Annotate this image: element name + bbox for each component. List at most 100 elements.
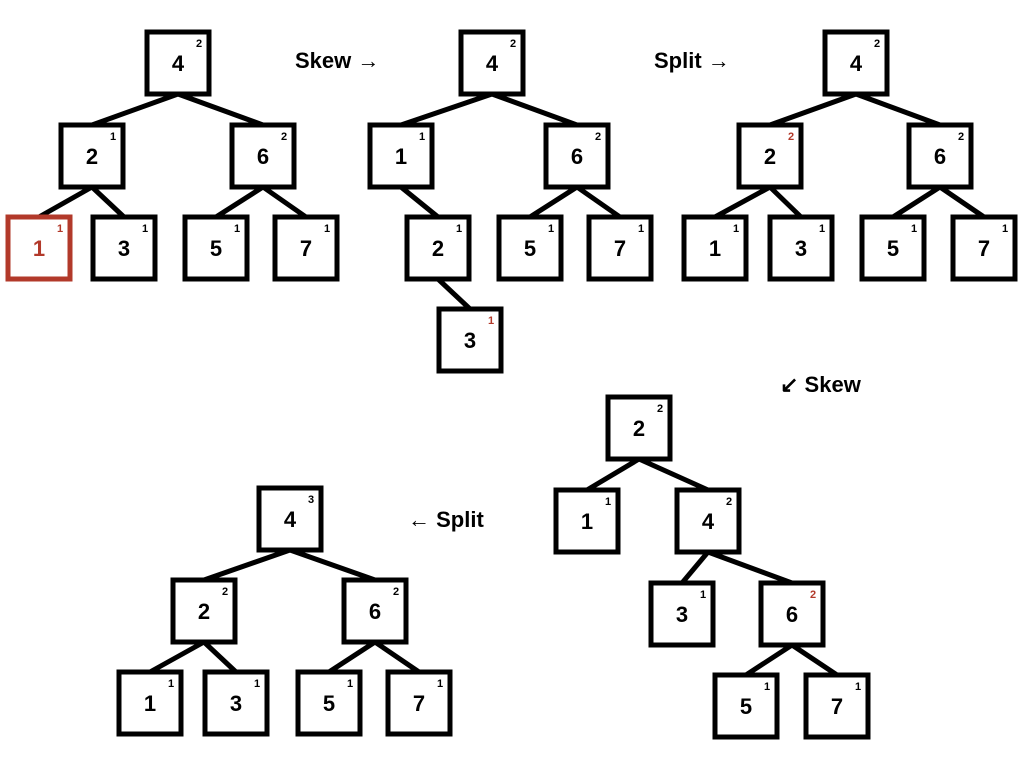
tree-edge bbox=[214, 184, 265, 220]
node-box bbox=[58, 122, 126, 190]
node-value: 5 bbox=[887, 236, 899, 261]
nodes-layer: 4221621131517142116221517131422262113151… bbox=[5, 29, 1018, 740]
node-box bbox=[202, 669, 270, 737]
node-value: 6 bbox=[571, 144, 583, 169]
node-level: 1 bbox=[110, 131, 116, 143]
node-box bbox=[586, 214, 654, 282]
node-box bbox=[367, 122, 435, 190]
node-value: 2 bbox=[764, 144, 776, 169]
node-level: 2 bbox=[958, 131, 964, 143]
tree-node-5: 51 bbox=[182, 214, 250, 282]
node-level: 1 bbox=[324, 223, 330, 235]
node-box bbox=[116, 669, 184, 737]
node-box bbox=[341, 577, 409, 645]
node-level: 2 bbox=[810, 589, 816, 601]
node-box bbox=[385, 669, 453, 737]
node-value: 7 bbox=[413, 691, 425, 716]
node-level: 1 bbox=[1002, 223, 1008, 235]
tree-node-4: 42 bbox=[458, 29, 526, 97]
tree-edge bbox=[148, 639, 206, 675]
tree-node-7: 71 bbox=[272, 214, 340, 282]
node-box bbox=[458, 29, 526, 97]
tree-edge bbox=[289, 547, 376, 583]
node-box bbox=[496, 214, 564, 282]
node-level: 1 bbox=[548, 223, 554, 235]
tree-edge bbox=[37, 184, 94, 220]
node-box bbox=[5, 214, 73, 282]
node-level: 2 bbox=[510, 38, 516, 50]
node-value: 6 bbox=[369, 599, 381, 624]
node-value: 1 bbox=[144, 691, 156, 716]
tree-edge bbox=[713, 184, 772, 220]
node-box bbox=[906, 122, 974, 190]
node-level: 1 bbox=[733, 223, 739, 235]
node-value: 2 bbox=[633, 416, 645, 441]
tree-node-4: 42 bbox=[822, 29, 890, 97]
node-value: 1 bbox=[33, 236, 45, 261]
node-value: 1 bbox=[709, 236, 721, 261]
tree-node-4: 42 bbox=[674, 487, 742, 555]
tree-edge bbox=[790, 642, 839, 678]
node-value: 4 bbox=[284, 507, 297, 532]
skew-arrow-label-2: ↙ Skew bbox=[780, 372, 862, 397]
node-box bbox=[543, 122, 611, 190]
node-value: 2 bbox=[198, 599, 210, 624]
node-box bbox=[182, 214, 250, 282]
node-value: 6 bbox=[257, 144, 269, 169]
node-value: 2 bbox=[86, 144, 98, 169]
node-level: 2 bbox=[196, 38, 202, 50]
node-level: 2 bbox=[281, 131, 287, 143]
tree-node-5: 51 bbox=[859, 214, 927, 282]
node-level: 1 bbox=[605, 496, 611, 508]
node-level: 1 bbox=[254, 678, 260, 690]
tree-node-4: 43 bbox=[256, 485, 324, 553]
node-box bbox=[144, 29, 212, 97]
skew-arrow-label-1: Skew → bbox=[295, 48, 379, 73]
tree-edge bbox=[938, 184, 986, 220]
split-arrow-label-2: ← Split bbox=[408, 507, 484, 532]
tree-edge bbox=[90, 185, 126, 219]
node-value: 3 bbox=[676, 602, 688, 627]
node-value: 7 bbox=[614, 236, 626, 261]
node-value: 7 bbox=[978, 236, 990, 261]
node-value: 5 bbox=[210, 236, 222, 261]
node-box bbox=[229, 122, 297, 190]
tree-node-5: 51 bbox=[295, 669, 363, 737]
node-value: 7 bbox=[831, 694, 843, 719]
tree-edge bbox=[203, 547, 291, 583]
tree-node-1: 11 bbox=[5, 214, 73, 282]
edges-layer bbox=[37, 91, 986, 678]
node-box bbox=[681, 214, 749, 282]
tree-edge bbox=[637, 456, 710, 493]
tree-node-2: 21 bbox=[58, 122, 126, 190]
tree-node-3: 31 bbox=[202, 669, 270, 737]
node-box bbox=[758, 580, 826, 648]
node-level: 2 bbox=[222, 586, 228, 598]
node-box bbox=[767, 214, 835, 282]
node-level: 3 bbox=[308, 494, 314, 506]
node-value: 4 bbox=[486, 51, 499, 76]
node-box bbox=[90, 214, 158, 282]
node-level: 2 bbox=[874, 38, 880, 50]
tree-edge bbox=[177, 91, 264, 128]
tree-node-2: 22 bbox=[605, 394, 673, 462]
tree-node-2: 22 bbox=[170, 577, 238, 645]
node-value: 3 bbox=[118, 236, 130, 261]
node-level: 1 bbox=[638, 223, 644, 235]
tree-node-4: 42 bbox=[144, 29, 212, 97]
tree-edge bbox=[744, 642, 794, 678]
node-level: 2 bbox=[788, 131, 794, 143]
node-level: 1 bbox=[488, 315, 494, 327]
tree-edge bbox=[91, 91, 179, 128]
tree-edge bbox=[855, 91, 941, 128]
tree-node-3: 31 bbox=[90, 214, 158, 282]
node-box bbox=[553, 487, 621, 555]
tree-node-5: 51 bbox=[712, 672, 780, 740]
tree-edge bbox=[327, 639, 377, 675]
tree-node-6: 62 bbox=[341, 577, 409, 645]
tree-node-1: 11 bbox=[367, 122, 435, 190]
tree-edge bbox=[707, 549, 793, 586]
tree-node-2: 22 bbox=[736, 122, 804, 190]
tree-edge bbox=[202, 640, 238, 674]
